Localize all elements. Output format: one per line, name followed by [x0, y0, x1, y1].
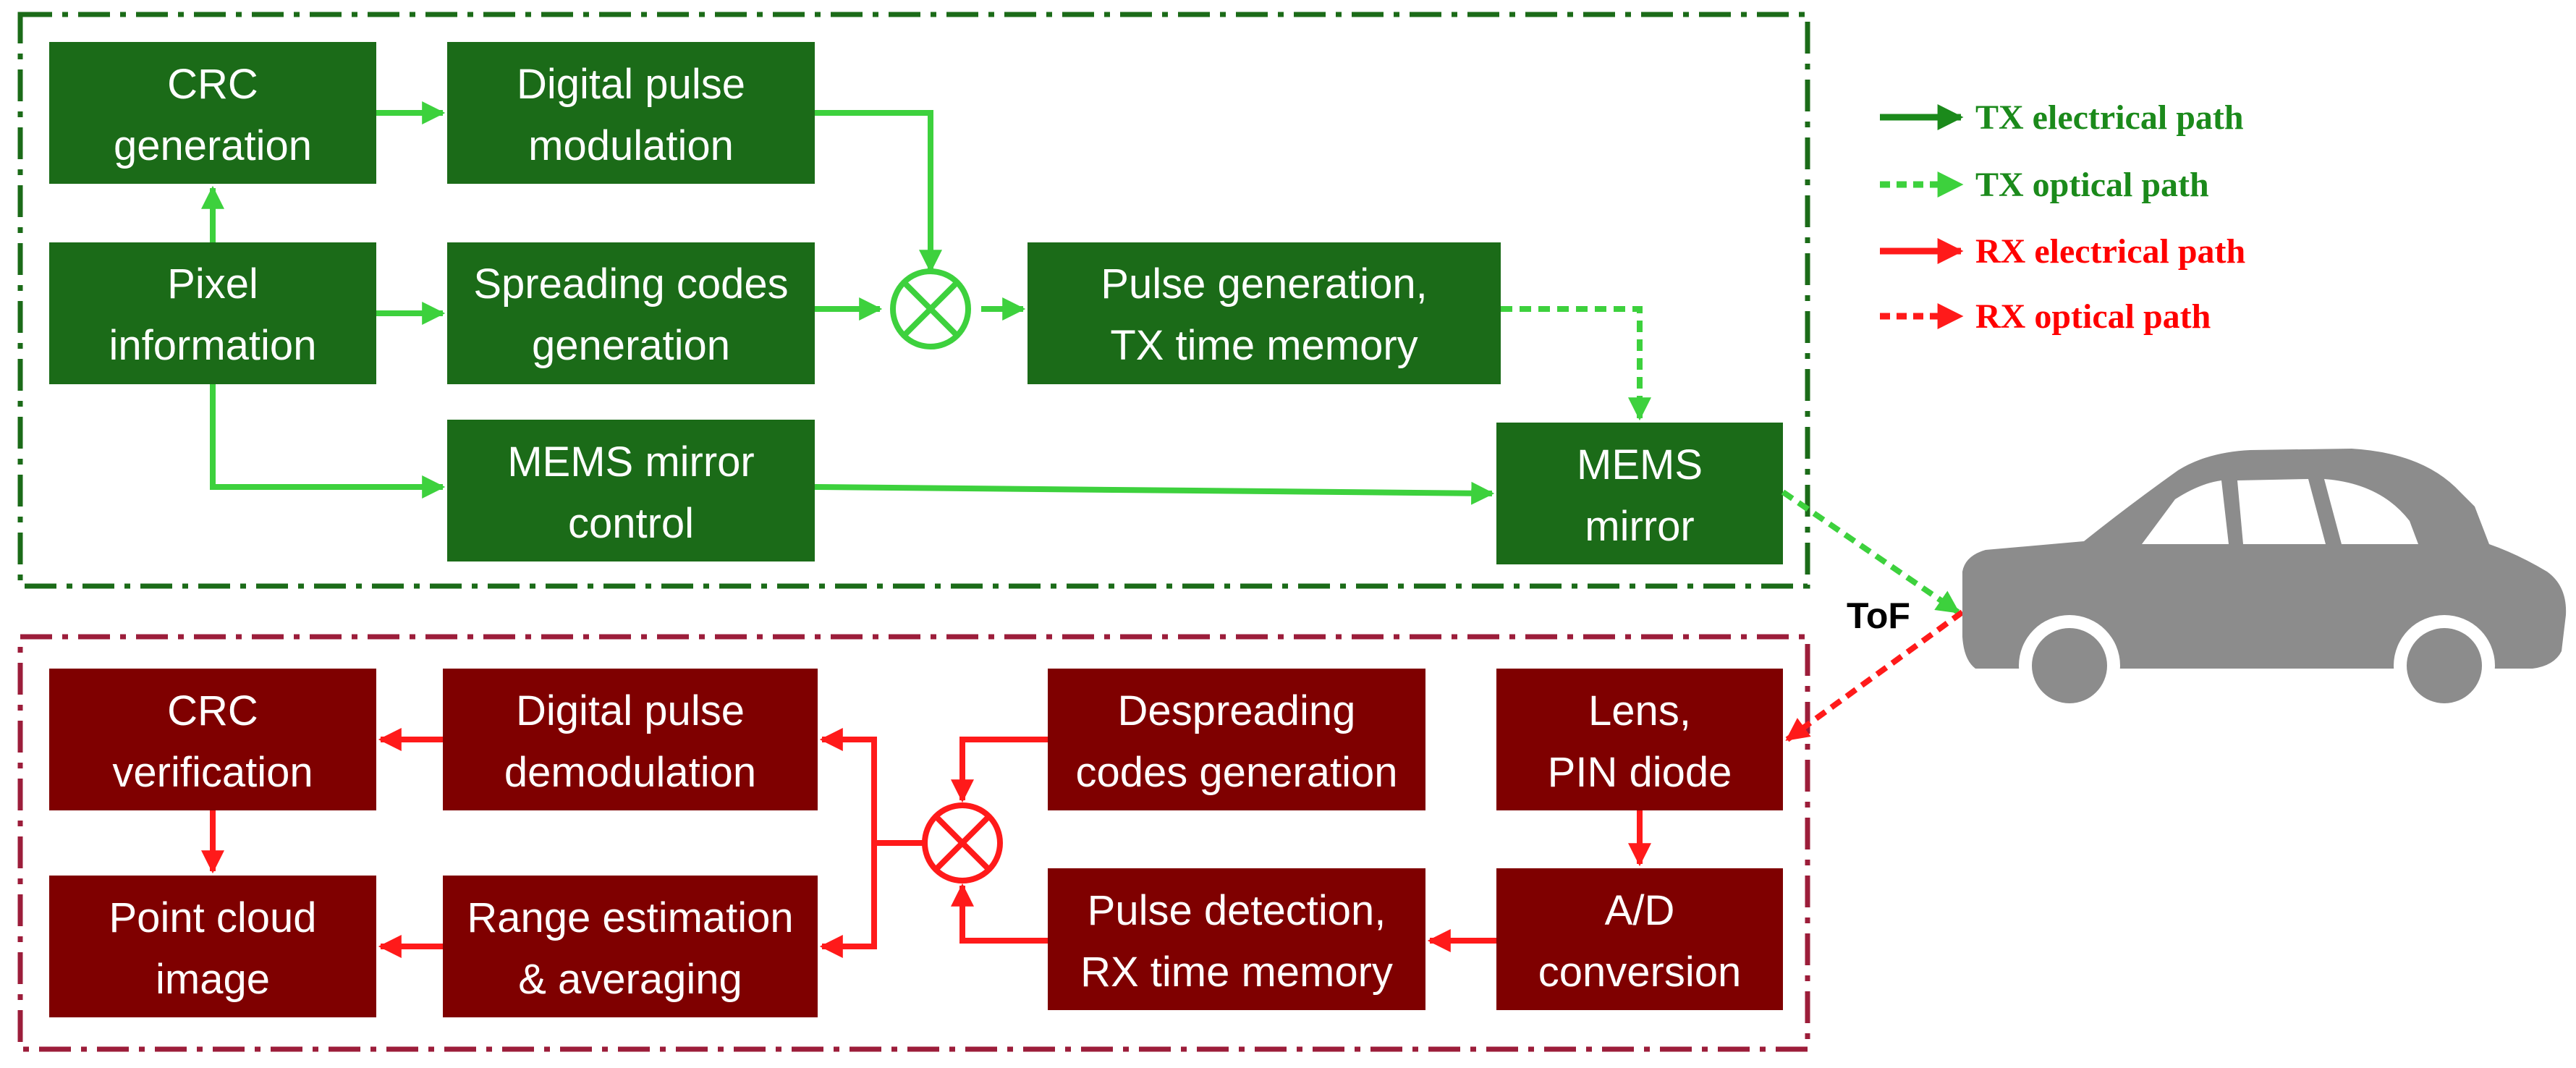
tx-mirror-to-car-optical [1781, 489, 1960, 615]
digital-pulse-modulation-block: Digital pulse modulation [447, 42, 815, 184]
demodulation-label-2: demodulation [504, 749, 756, 796]
lens-pin-diode-block: Lens, PIN diode [1496, 669, 1783, 810]
lens-pin-label-2: PIN diode [1548, 749, 1732, 796]
range-estimation-block: Range estimation & averaging [443, 876, 818, 1017]
tof-label: ToF [1847, 596, 1910, 636]
despreading-label-1: Despreading [1118, 687, 1356, 734]
range-estimation-label-2: & averaging [518, 956, 742, 1003]
tx-pulse-to-mirror-optical [1501, 306, 1651, 421]
pulse-generation-label-1: Pulse generation, [1101, 260, 1427, 308]
crc-verification-label-2: verification [112, 749, 313, 796]
point-cloud-label-2: image [156, 956, 270, 1003]
rx-multiplier-to-demodulation [819, 728, 925, 846]
legend-tx-electrical: TX electrical path [1975, 98, 2244, 137]
spreading-codes-label-1: Spreading codes [473, 260, 788, 308]
range-estimation-label-1: Range estimation [467, 894, 793, 941]
legend-rx-electrical: RX electrical path [1975, 232, 2245, 271]
rx-multiplier [922, 802, 1003, 883]
legend: TX electrical path TX optical path RX el… [1880, 98, 2245, 336]
crc-generation-label-1: CRC [167, 61, 258, 108]
point-cloud-label-1: Point cloud [109, 894, 317, 941]
crc-generation-label-2: generation [114, 122, 312, 169]
tx-mirror-control-to-mirror [814, 481, 1495, 505]
tx-modulation-to-multiplier [815, 110, 942, 274]
spreading-codes-label-2: generation [532, 322, 730, 369]
crc-generation-block: CRC generation [49, 42, 376, 184]
pulse-detection-block: Pulse detection, RX time memory [1048, 868, 1425, 1010]
demodulation-label-1: Digital pulse [516, 687, 745, 734]
tx-pixel-to-mirror-control [210, 384, 446, 499]
rx-pulse-detection-to-multiplier [951, 883, 1048, 944]
point-cloud-image-block: Point cloud image [49, 876, 376, 1017]
rx-subsystem-frame [17, 634, 1810, 1052]
digital-pulse-modulation-label-2: modulation [528, 122, 734, 169]
crc-verification-block: CRC verification [49, 669, 376, 810]
pixel-information-label-1: Pixel [167, 260, 258, 308]
pixel-information-block: Pixel information [49, 242, 376, 384]
rx-car-to-lens-optical [1785, 609, 1965, 742]
mems-mirror-label-2: mirror [1585, 503, 1694, 550]
rx-despreading-to-multiplier [951, 737, 1048, 803]
despreading-label-2: codes generation [1076, 749, 1398, 796]
pulse-generation-label-2: TX time memory [1110, 322, 1418, 369]
tx-multiplier [890, 268, 971, 349]
pulse-detection-label-1: Pulse detection, [1088, 887, 1386, 934]
mems-mirror-control-label-1: MEMS mirror [507, 438, 755, 486]
car-icon [1962, 449, 2567, 716]
legend-rx-optical: RX optical path [1975, 297, 2211, 336]
ad-conversion-label-1: A/D [1605, 887, 1675, 934]
pulse-detection-label-2: RX time memory [1080, 949, 1393, 996]
ad-conversion-label-2: conversion [1538, 949, 1741, 996]
ad-conversion-block: A/D conversion [1496, 868, 1783, 1010]
pulse-generation-block: Pulse generation, TX time memory [1028, 242, 1501, 384]
legend-tx-optical: TX optical path [1975, 166, 2209, 204]
pixel-information-label-2: information [109, 322, 317, 369]
tx-subsystem-frame [17, 12, 1810, 589]
mems-mirror-label-1: MEMS [1577, 441, 1703, 488]
spreading-codes-generation-block: Spreading codes generation [447, 242, 815, 384]
rx-multiplier-to-range [819, 843, 877, 958]
mems-mirror-control-label-2: control [568, 500, 694, 547]
despreading-codes-block: Despreading codes generation [1048, 669, 1425, 810]
digital-pulse-demodulation-block: Digital pulse demodulation [443, 669, 818, 810]
crc-verification-label-1: CRC [167, 687, 258, 734]
mems-mirror-block: MEMS mirror [1496, 423, 1783, 564]
mems-mirror-control-block: MEMS mirror control [447, 420, 815, 561]
lens-pin-label-1: Lens, [1588, 687, 1691, 734]
digital-pulse-modulation-label-1: Digital pulse [517, 61, 745, 108]
